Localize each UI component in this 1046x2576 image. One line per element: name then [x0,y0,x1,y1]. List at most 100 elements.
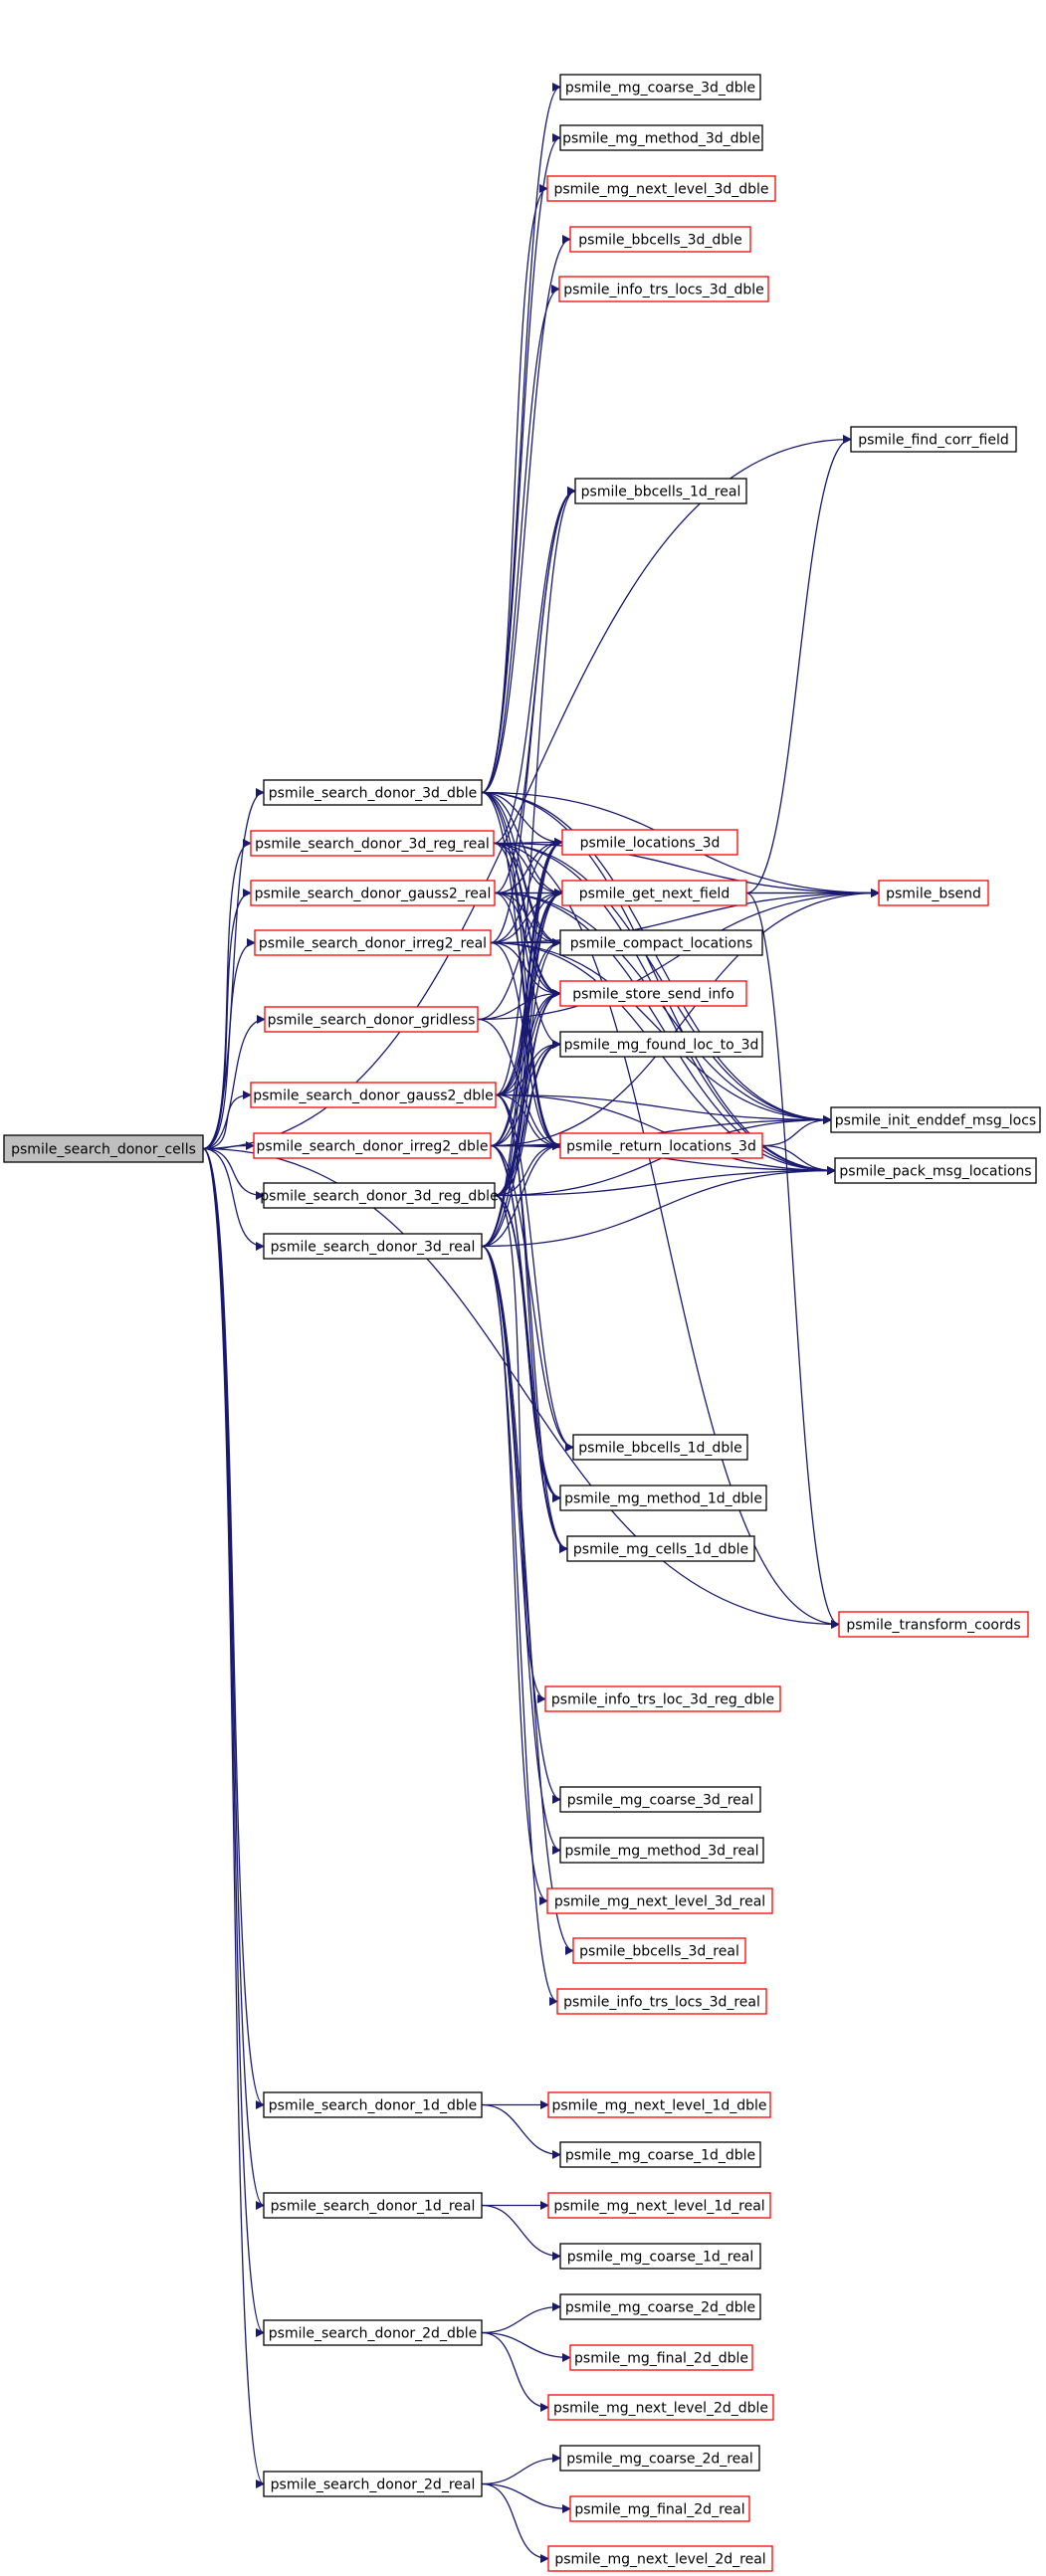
node-bb3r[interactable]: psmile_bbcells_3d_real [572,1937,746,1964]
node-n1dd[interactable]: psmile_search_donor_1d_dble [263,2091,483,2118]
node-its3r[interactable]: psmile_info_trs_locs_3d_real [556,1988,767,2015]
node-box [838,1611,1029,1638]
node-ni2r[interactable]: psmile_search_donor_irreg2_real [254,929,492,956]
node-n3drd[interactable]: psmile_search_donor_3d_reg_dble [260,1182,499,1209]
edge-n3drd-to-rl3d [494,1141,561,1197]
node-label: psmile_mg_coarse_3d_dble [565,81,755,97]
node-ssi[interactable]: psmile_store_send_info [559,980,747,1007]
node-n3drr[interactable]: psmile_search_donor_3d_reg_real [250,830,495,857]
node-box [572,1937,746,1964]
edge-n3drd-to-mgcl1d [494,1194,568,1553]
node-ied[interactable]: psmile_init_enddef_msg_locs [830,1106,1041,1133]
node-loc3d[interactable]: psmile_locations_3d [561,829,738,856]
edge-root-to-n2dd [202,1147,265,2337]
node-mgf2r[interactable]: psmile_mg_final_2d_real [569,2495,750,2522]
node-root[interactable]: psmile_search_donor_cells [3,1134,204,1163]
node-box [254,929,492,956]
node-mgm3r[interactable]: psmile_mg_method_3d_real [559,1837,764,1864]
edge-root-to-ni2r [202,938,256,1150]
node-mgn1r[interactable]: psmile_mg_next_level_1d_real [547,2192,771,2219]
node-ng2d[interactable]: psmile_search_donor_gauss2_dble [250,1082,497,1108]
node-mgm3d[interactable]: psmile_mg_method_3d_dble [559,124,763,151]
edge-ngrid-to-gnf [477,889,563,1021]
node-label: psmile_locations_3d [580,836,721,852]
node-mgn3d[interactable]: psmile_mg_next_level_3d_dble [546,175,776,202]
node-cmp[interactable]: psmile_compact_locations [559,929,763,956]
node-gnf[interactable]: psmile_get_next_field [561,880,747,906]
node-layer: psmile_search_donor_cells psmile_search_d… [3,74,1041,2572]
node-ni2d[interactable]: psmile_search_donor_irreg2_dble [253,1132,492,1159]
node-its3d[interactable]: psmile_info_trs_locs_3d_dble [558,276,769,302]
edge-ni2d-to-bsend [490,889,880,1147]
node-mgc1r[interactable]: psmile_mg_coarse_1d_real [559,2243,761,2270]
node-mgc1d[interactable]: psmile_mg_coarse_1d_dble [559,2141,761,2168]
edge-n3drr-to-pml [493,842,836,1175]
node-n1dr[interactable]: psmile_search_donor_1d_real [263,2192,483,2219]
node-label: psmile_search_donor_cells [11,1142,196,1158]
node-label: psmile_mg_method_3d_real [564,1844,758,1860]
node-mgf[interactable]: psmile_mg_found_loc_to_3d [559,1031,763,1058]
node-ngrid[interactable]: psmile_search_donor_gridless [264,1006,479,1033]
node-label: psmile_store_send_info [572,987,734,1003]
node-box [569,226,751,253]
node-bsend[interactable]: psmile_bsend [878,880,989,906]
node-label: psmile_find_corr_field [858,433,1009,449]
edge-ni2d-to-gnf [490,889,563,1147]
node-mgn1d[interactable]: psmile_mg_next_level_1d_dble [547,2091,771,2118]
node-mgn3r[interactable]: psmile_mg_next_level_3d_real [546,1887,773,1914]
node-mgc3d[interactable]: psmile_mg_coarse_3d_dble [559,74,761,100]
node-mgm1d[interactable]: psmile_mg_method_1d_dble [559,1485,767,1511]
node-bb1r[interactable]: psmile_bbcells_1d_real [574,478,747,504]
edge-root-to-ng2d [202,1090,252,1150]
node-rl3d[interactable]: psmile_return_locations_3d [559,1132,763,1159]
edge-n2dd-to-mgn2d [481,2331,549,2412]
node-itrl[interactable]: psmile_info_trs_loc_3d_reg_dble [544,1685,781,1712]
node-box [559,1132,763,1159]
node-box [250,830,495,857]
node-pml[interactable]: psmile_pack_msg_locations [834,1157,1037,1184]
node-label: psmile_compact_locations [570,936,753,952]
edge-ni2d-to-loc3d [490,838,563,1147]
edge-rl3d-to-pml [761,1144,836,1175]
node-box [546,175,776,202]
node-mgf2d[interactable]: psmile_mg_final_2d_dble [569,2344,753,2371]
node-bb3d[interactable]: psmile_bbcells_3d_dble [569,226,751,253]
edge-ni2d-to-bb1d [490,1144,574,1452]
node-box [556,1988,767,2015]
node-box [559,2293,761,2320]
node-bb1d[interactable]: psmile_bbcells_1d_dble [572,1434,748,1461]
node-box [250,1082,497,1108]
node-fcf[interactable]: psmile_find_corr_field [850,426,1017,453]
node-box [830,1106,1041,1133]
edge-root-to-n1dr [202,1147,265,2210]
edge-n2dr-to-mgf2r [481,2482,571,2513]
node-ng2r[interactable]: psmile_search_donor_gauss2_real [250,880,496,906]
node-label: psmile_mg_next_level_1d_dble [551,2098,766,2114]
node-label: psmile_search_donor_1d_dble [269,2098,477,2114]
node-n2dr[interactable]: psmile_search_donor_2d_real [263,2471,483,2497]
node-n2dd[interactable]: psmile_search_donor_2d_dble [263,2319,483,2346]
node-box [546,1887,773,1914]
node-box [547,2091,771,2118]
edge-root-to-ng2r [202,889,252,1150]
node-mgc2d[interactable]: psmile_mg_coarse_2d_dble [559,2293,761,2320]
edge-n3dd-to-its3d [481,285,560,794]
edge-n3drd-to-cmp [494,938,561,1197]
node-box [559,1031,763,1058]
node-tc[interactable]: psmile_transform_coords [838,1611,1029,1638]
node-n3dd[interactable]: psmile_search_donor_3d_dble [263,779,483,806]
node-label: psmile_search_donor_3d_real [271,1240,476,1256]
node-label: psmile_pack_msg_locations [839,1164,1031,1180]
node-box [263,2471,483,2497]
node-mgn2r[interactable]: psmile_mg_next_level_2d_real [547,2545,773,2572]
edge-root-to-n2dr [202,1147,265,2488]
node-mgcl1d[interactable]: psmile_mg_cells_1d_dble [566,1535,755,1562]
node-label: psmile_info_trs_loc_3d_reg_dble [551,1692,774,1708]
node-n3dr[interactable]: psmile_search_donor_3d_real [263,1233,483,1260]
node-mgc2r[interactable]: psmile_mg_coarse_2d_real [559,2445,760,2472]
node-mgc3r[interactable]: psmile_mg_coarse_3d_real [559,1786,761,1813]
node-label: psmile_get_next_field [579,887,730,902]
node-box [574,478,747,504]
node-mgn2d[interactable]: psmile_mg_next_level_2d_dble [547,2394,774,2421]
node-label: psmile_mg_coarse_2d_real [566,2452,753,2468]
